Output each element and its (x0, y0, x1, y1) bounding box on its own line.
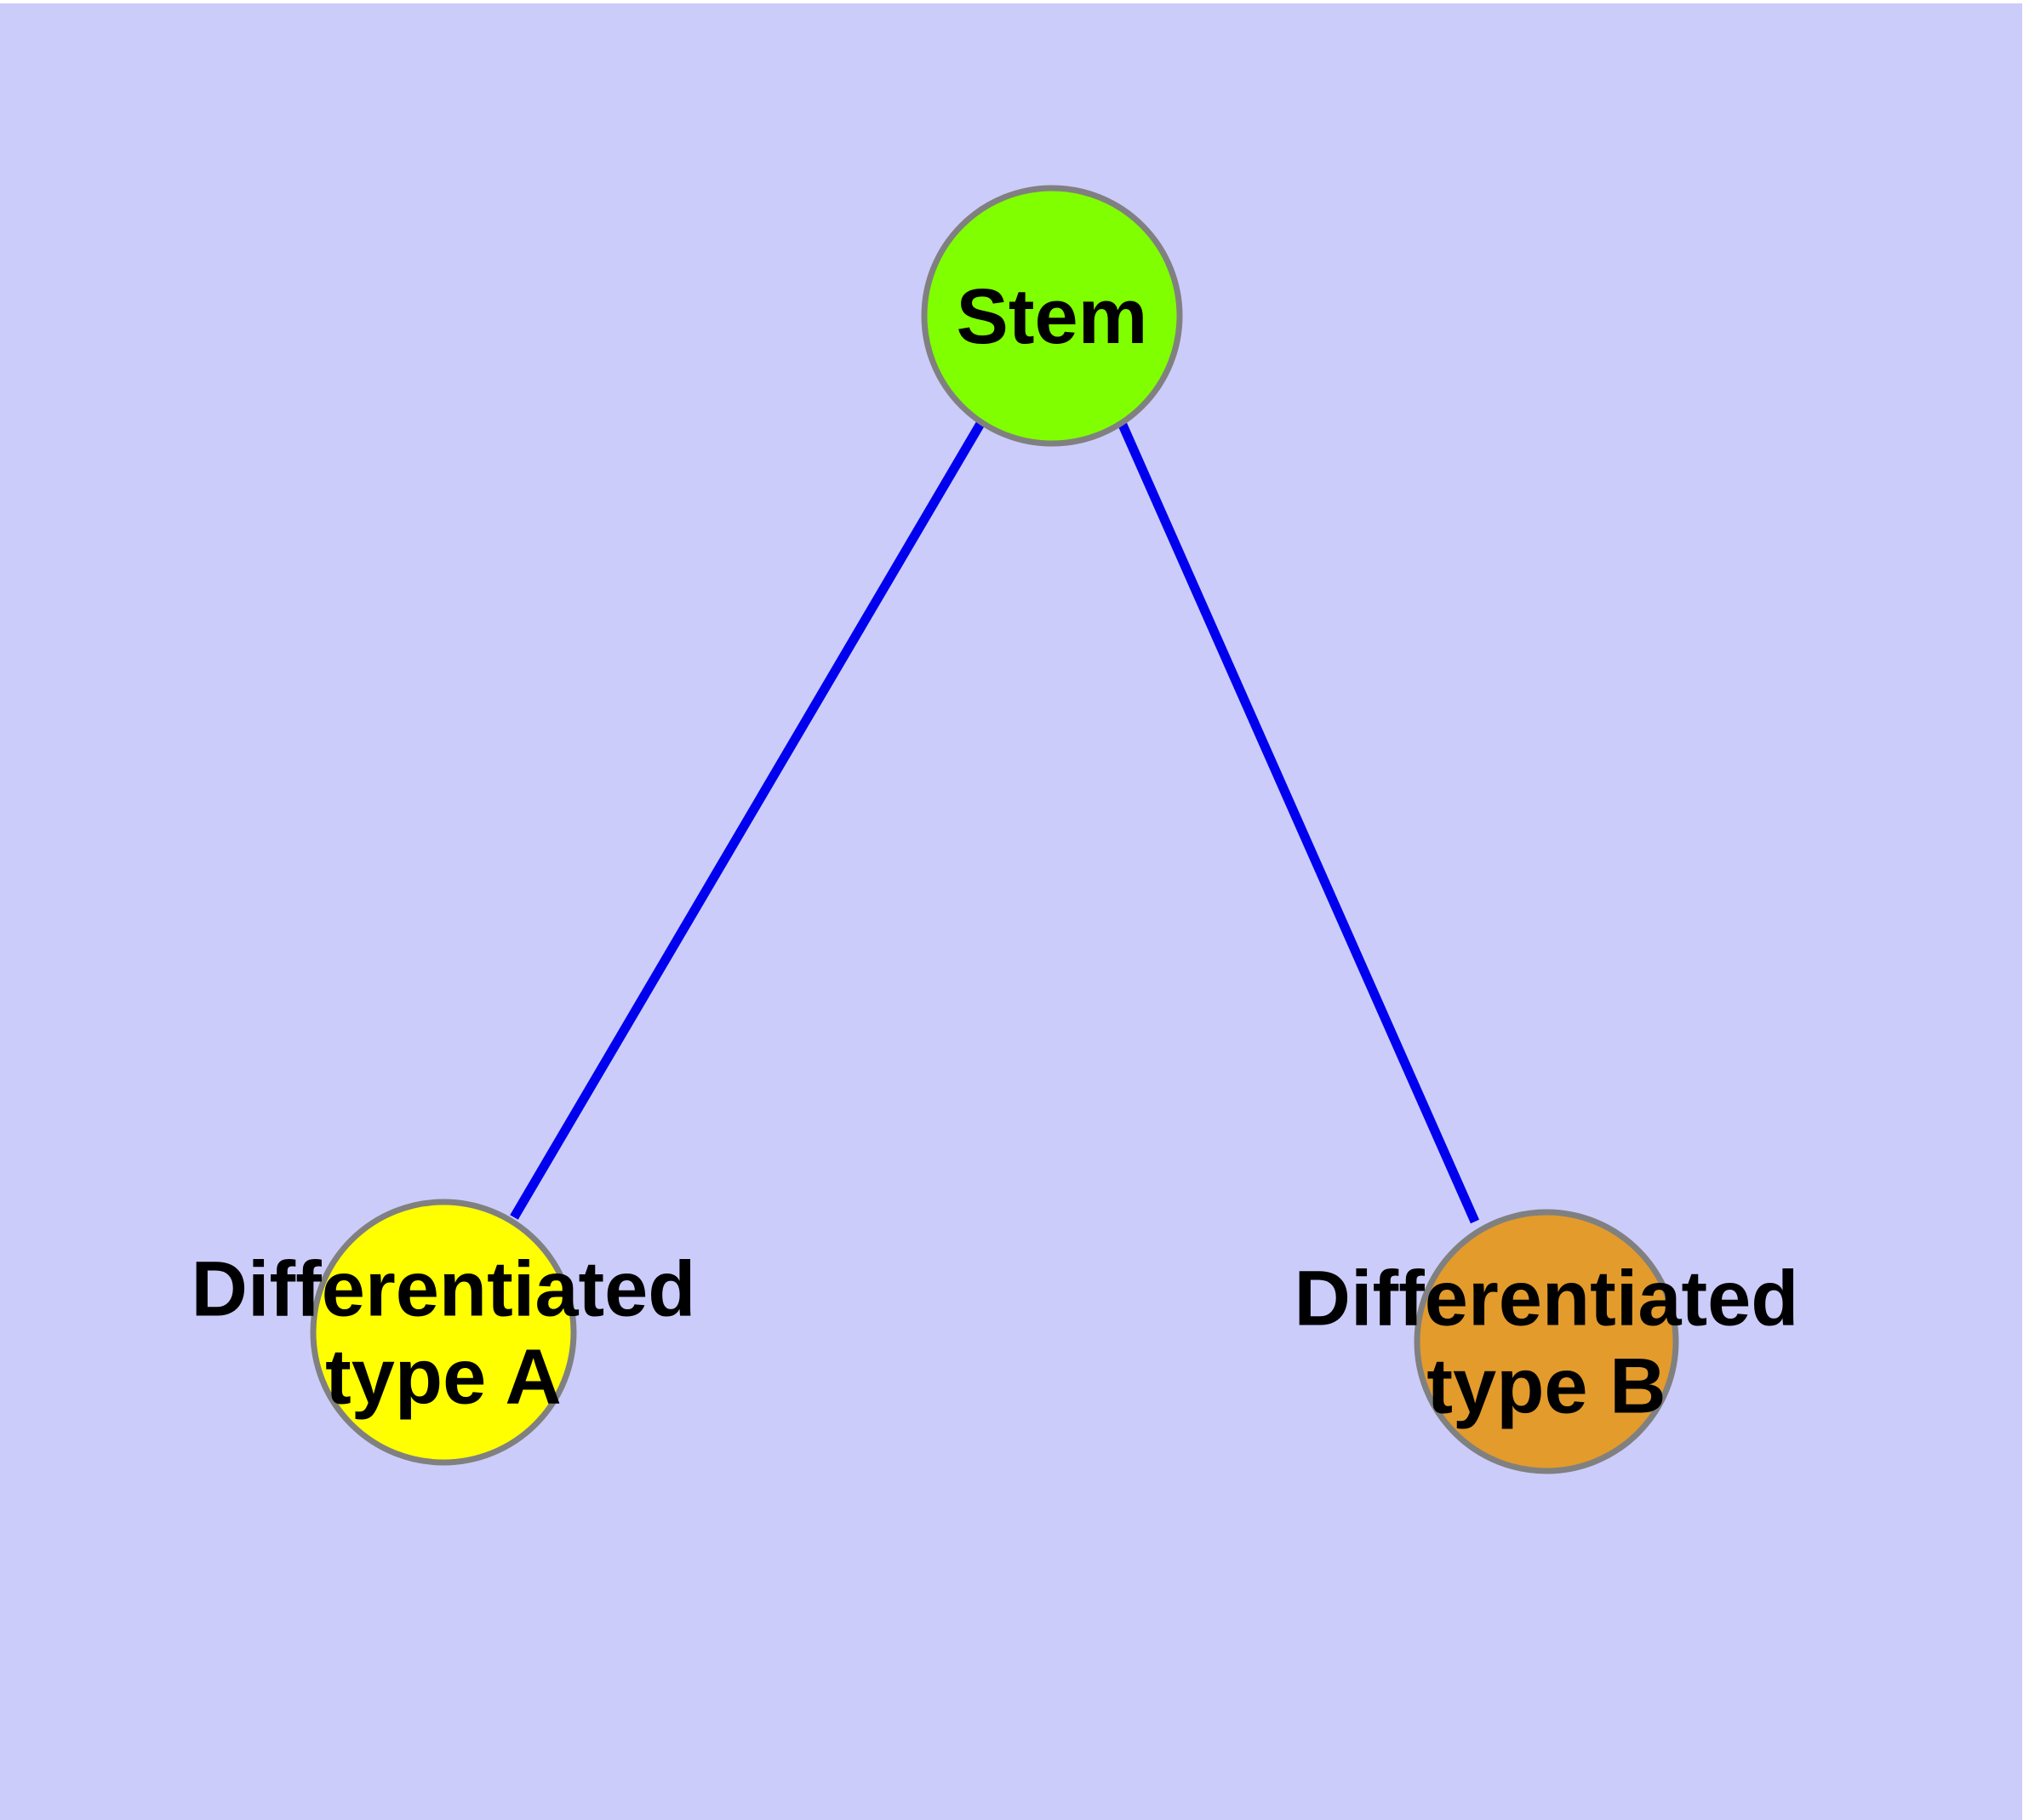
edge-stem-to-diff-a[interactable] (510, 420, 986, 1220)
node-diff-b-circle[interactable] (1414, 1209, 1679, 1474)
node-diff-a-label-line-1: Differentiated (191, 1246, 696, 1333)
node-diff-b-label-line-2: type B (1426, 1343, 1666, 1430)
graph-plot-area: Stem Differentiated type A Differentiate… (0, 3, 2022, 1820)
node-diff-b[interactable]: Differentiated type B (1295, 1209, 1799, 1474)
node-diff-a-label-line-2: type A (325, 1334, 562, 1421)
node-stem[interactable]: Stem (921, 185, 1183, 447)
node-diff-a[interactable]: Differentiated type A (191, 1199, 696, 1466)
node-diff-b-label-line-1: Differentiated (1295, 1256, 1799, 1342)
graph-svg: Stem Differentiated type A Differentiate… (191, 185, 1799, 1474)
node-stem-circle[interactable] (921, 185, 1183, 447)
edge-layer (510, 420, 1480, 1224)
node-stem-label-line-1: Stem (957, 273, 1148, 360)
node-diff-a-circle[interactable] (310, 1199, 577, 1466)
edge-stem-to-diff-b[interactable] (1117, 422, 1480, 1224)
